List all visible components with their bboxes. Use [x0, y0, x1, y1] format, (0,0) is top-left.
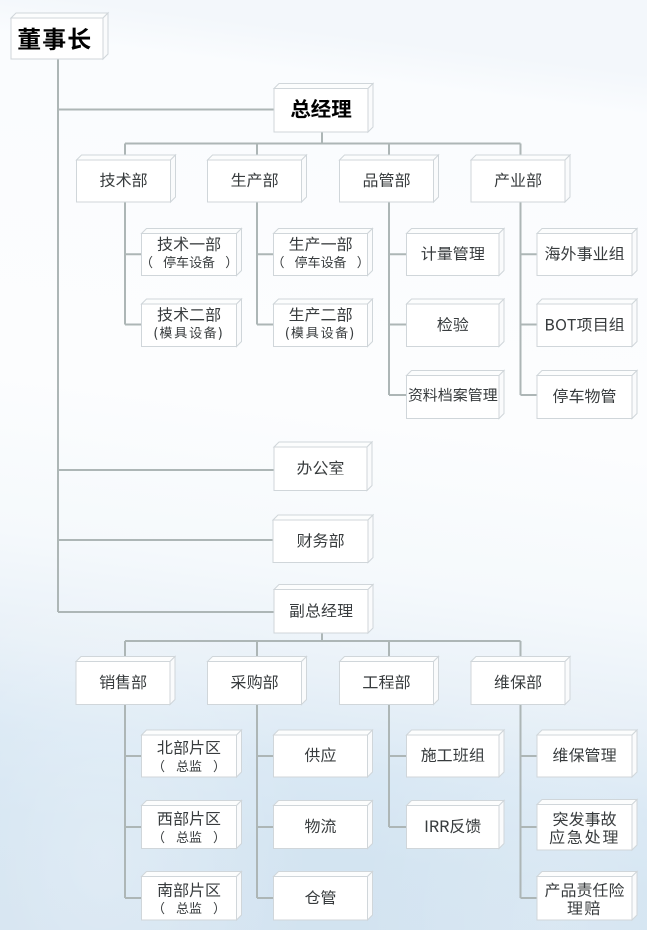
- svg-text:（: （: [140, 252, 153, 271]
- svg-text:财务部: 财务部: [296, 527, 344, 551]
- svg-text:销售部: 销售部: [99, 669, 147, 693]
- svg-text:南部片区: 南部片区: [157, 877, 221, 901]
- svg-text:产业部: 产业部: [494, 167, 542, 191]
- svg-text:技术二部: 技术二部: [157, 302, 221, 326]
- svg-text:办公室: 办公室: [296, 455, 344, 479]
- svg-text:计量管理: 计量管理: [421, 241, 485, 265]
- svg-text:检验: 检验: [437, 311, 469, 335]
- svg-text:维保部: 维保部: [494, 669, 542, 693]
- svg-text:应急处理: 应急处理: [549, 824, 620, 848]
- svg-text:生产一部: 生产一部: [288, 231, 352, 255]
- svg-text:IRR反馈: IRR反馈: [424, 813, 481, 837]
- svg-text:北部片区: 北部片区: [157, 735, 221, 759]
- svg-text:）: ）: [213, 898, 226, 917]
- svg-text:工程部: 工程部: [362, 669, 410, 693]
- svg-text:维保管理: 维保管理: [552, 742, 616, 766]
- svg-text:）: ）: [213, 827, 226, 846]
- svg-text:产品责任险: 产品责任险: [544, 877, 624, 901]
- svg-text:停车物管: 停车物管: [552, 383, 616, 407]
- svg-text:总监: 总监: [176, 898, 203, 917]
- svg-text:停车设备: 停车设备: [294, 252, 346, 271]
- svg-text:供应: 供应: [304, 742, 336, 766]
- svg-text:生产二部: 生产二部: [288, 302, 352, 326]
- svg-text:总监: 总监: [176, 827, 203, 846]
- svg-text:施工班组: 施工班组: [421, 742, 485, 766]
- svg-text:（: （: [152, 756, 165, 775]
- svg-text:突发事故: 突发事故: [552, 806, 616, 830]
- svg-text:物流: 物流: [304, 813, 336, 837]
- svg-text:（: （: [152, 827, 165, 846]
- svg-text:品管部: 品管部: [362, 167, 410, 191]
- svg-text:（: （: [152, 898, 165, 917]
- svg-text:）: ）: [213, 756, 226, 775]
- svg-text:理赔: 理赔: [567, 895, 602, 919]
- svg-text:仓管: 仓管: [304, 884, 336, 908]
- svg-text:BOT项目组: BOT项目组: [545, 311, 625, 335]
- svg-text:）: ）: [357, 252, 370, 271]
- svg-text:（: （: [272, 252, 285, 271]
- svg-text:(模具设备): (模具设备): [154, 323, 225, 342]
- svg-text:西部片区: 西部片区: [157, 806, 221, 830]
- svg-text:海外事业组: 海外事业组: [544, 241, 624, 265]
- svg-text:采购部: 采购部: [230, 669, 278, 693]
- svg-text:技术一部: 技术一部: [157, 231, 221, 255]
- svg-text:总经理: 总经理: [290, 92, 352, 122]
- svg-text:技术部: 技术部: [99, 167, 147, 191]
- svg-text:总监: 总监: [176, 756, 203, 775]
- svg-text:董事长: 董事长: [17, 20, 92, 55]
- svg-text:资料档案管理: 资料档案管理: [408, 385, 499, 406]
- svg-text:(模具设备): (模具设备): [285, 323, 356, 342]
- svg-text:生产部: 生产部: [230, 167, 278, 191]
- svg-text:停车设备: 停车设备: [163, 252, 215, 271]
- svg-text:）: ）: [225, 252, 238, 271]
- svg-text:副总经理: 副总经理: [289, 597, 353, 621]
